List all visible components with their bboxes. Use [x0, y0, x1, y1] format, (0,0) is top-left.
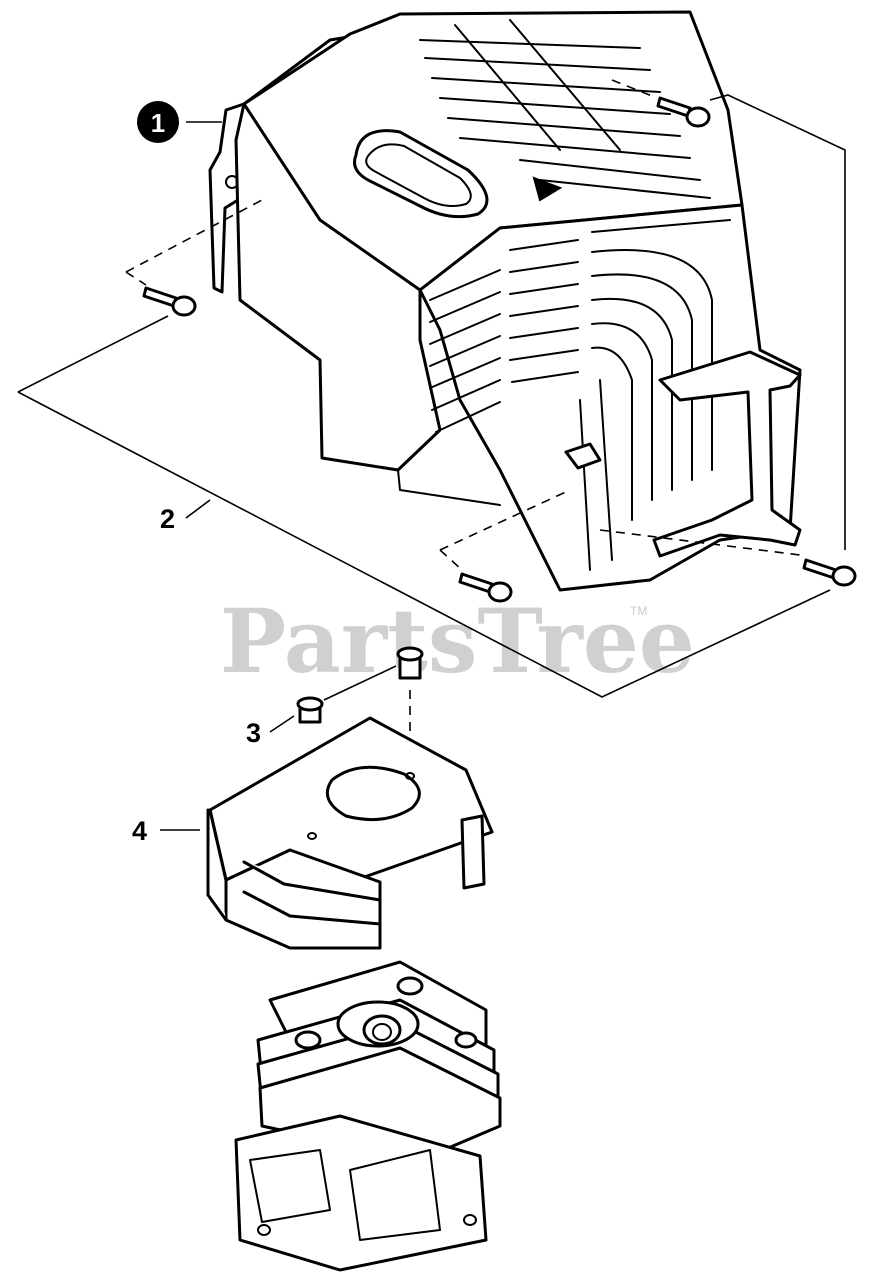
cylinder [234, 960, 502, 1272]
cover-screw-bottom-right [802, 558, 857, 587]
engine-cover [208, 10, 802, 592]
watermark: PartsTree TM [220, 589, 695, 693]
leader-lines [17, 79, 846, 831]
watermark-text: PartsTree [220, 589, 695, 693]
front-vents [509, 219, 731, 571]
callout-1-label: 1 [151, 108, 165, 138]
cover-screw-left [142, 286, 197, 317]
callout-1: 1 [137, 101, 179, 143]
heat-shield [206, 716, 494, 950]
cover-screw-top-right [656, 96, 711, 128]
cover-screw-bottom [458, 572, 513, 603]
screw-3-right [396, 646, 424, 680]
callout-3-label: 3 [246, 718, 261, 748]
callout-4-label: 4 [132, 816, 147, 846]
callout-2-label: 2 [160, 504, 175, 534]
screw-3-left [296, 696, 324, 724]
top-vents [419, 19, 711, 199]
side-vents [429, 269, 501, 433]
watermark-trademark: TM [630, 604, 647, 618]
